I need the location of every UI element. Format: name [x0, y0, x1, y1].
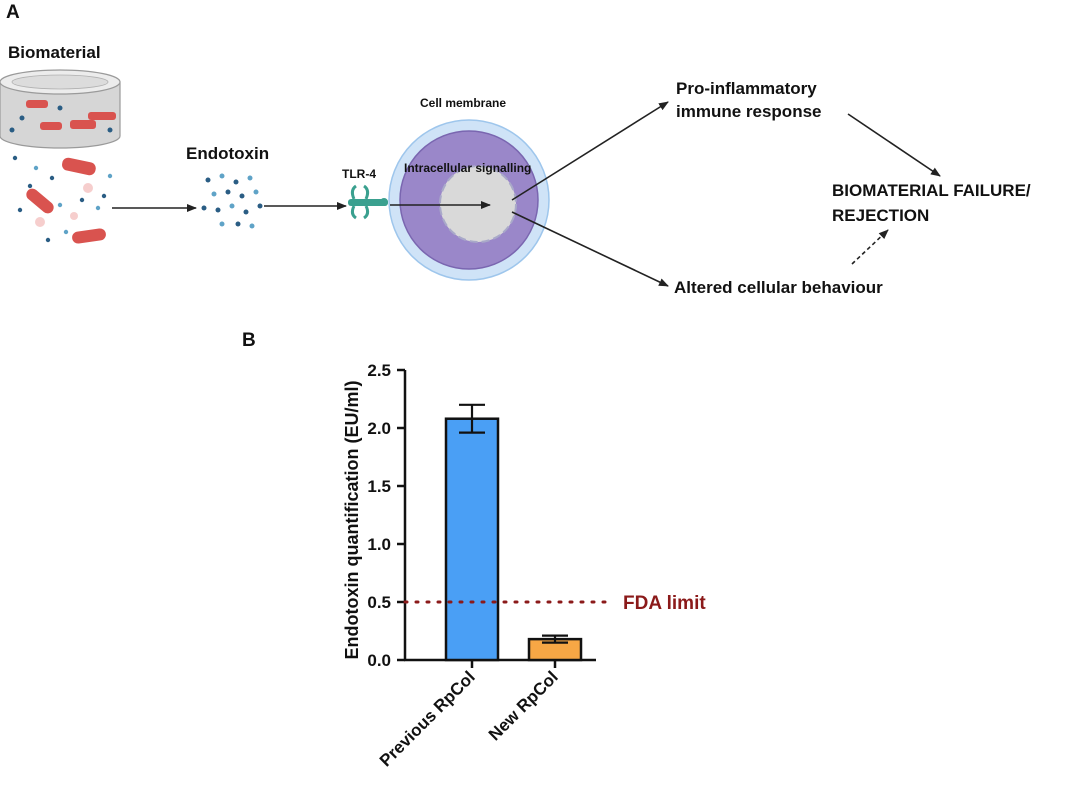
y-tick-label: 1.5	[367, 477, 391, 496]
x-tick-label: New RpCol	[485, 667, 562, 744]
response-line1: Pro-inflammatory	[676, 79, 817, 98]
tlr4-receptor-icon	[348, 184, 388, 220]
y-tick-label: 2.0	[367, 419, 391, 438]
cell-icon	[388, 119, 550, 281]
y-tick-label: 0.5	[367, 593, 391, 612]
response-line2: immune response	[676, 102, 822, 121]
failure-line1: BIOMATERIAL FAILURE/	[832, 181, 1031, 200]
failure-line2: REJECTION	[832, 206, 929, 225]
endotoxin-label: Endotoxin	[186, 144, 269, 163]
cell-membrane-label: Cell membrane	[420, 96, 506, 110]
fda-limit-label: FDA limit	[623, 593, 706, 614]
y-tick-label: 2.5	[367, 361, 391, 380]
signalling-label: Intracellular signalling	[404, 161, 531, 175]
biomaterial-container-icon	[0, 69, 121, 149]
endotoxin-cluster-icon	[201, 173, 263, 229]
bacteria-icon	[26, 157, 106, 244]
y-axis-title: Endotoxin quantification (EU/ml)	[342, 381, 362, 660]
panel-b-label: B	[242, 330, 256, 351]
arrow-to-altered-behaviour	[511, 211, 669, 287]
altered-behaviour-label: Altered cellular behaviour	[674, 278, 883, 297]
x-tick-label: Previous RpCol	[376, 667, 479, 770]
y-tick-label: 0.0	[367, 651, 391, 670]
dashed-arrow-to-failure	[851, 229, 889, 265]
panel-a: A Biomaterial	[0, 2, 1031, 297]
arrow-to-failure	[847, 113, 941, 177]
y-tick-label: 1.0	[367, 535, 391, 554]
endotoxin-particles-icon	[12, 155, 113, 243]
bar-1	[444, 417, 500, 662]
arrow-to-immune-response	[511, 101, 669, 201]
biomaterial-label: Biomaterial	[8, 43, 101, 62]
panel-a-label: A	[6, 2, 20, 23]
tlr4-label: TLR-4	[342, 167, 376, 181]
